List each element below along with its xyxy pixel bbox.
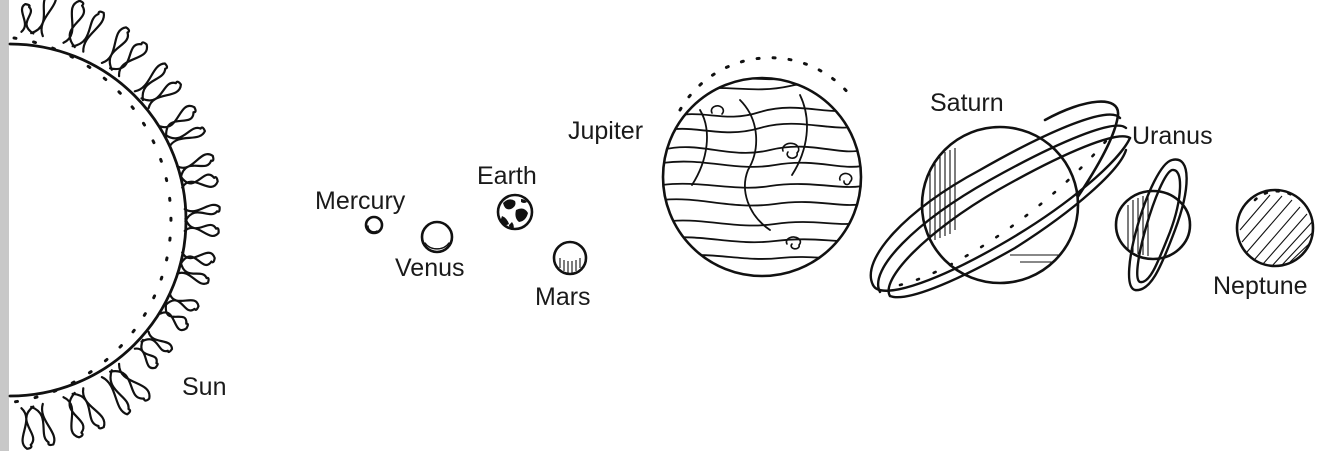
label-saturn: Saturn <box>930 89 1004 117</box>
label-sun: Sun <box>182 373 226 401</box>
sun-flame <box>64 1 85 47</box>
label-neptune: Neptune <box>1213 272 1308 300</box>
sun-flame <box>185 205 220 221</box>
venus <box>422 222 452 252</box>
sun-flame <box>31 404 54 445</box>
sun-flame <box>160 106 195 137</box>
sun-flame <box>73 12 104 52</box>
earth <box>498 195 532 230</box>
sun-flame <box>180 253 215 265</box>
label-mars: Mars <box>535 283 591 311</box>
sun-flame <box>110 42 147 76</box>
mars <box>554 242 586 274</box>
sun-flame <box>165 294 198 310</box>
label-earth: Earth <box>477 162 537 190</box>
sun-flame <box>73 388 105 428</box>
sun-flame <box>135 64 167 101</box>
sun-flame <box>31 0 56 36</box>
label-venus: Venus <box>395 254 465 282</box>
neptune <box>1237 190 1313 266</box>
label-mercury: Mercury <box>315 187 406 215</box>
saturn <box>871 102 1130 298</box>
sun-flame <box>135 340 158 368</box>
sun-flame <box>21 407 33 449</box>
sun-flame <box>185 219 219 236</box>
sun-flame <box>64 393 84 437</box>
sun-flame <box>165 127 205 145</box>
sun-flame <box>180 175 218 188</box>
mercury <box>366 217 382 233</box>
label-uranus: Uranus <box>1132 122 1213 150</box>
sun-flame <box>142 332 173 352</box>
jupiter <box>662 58 862 276</box>
uranus <box>1116 160 1190 291</box>
sun-flame <box>21 4 33 33</box>
label-jupiter: Jupiter <box>568 117 643 145</box>
left-border <box>0 0 9 451</box>
